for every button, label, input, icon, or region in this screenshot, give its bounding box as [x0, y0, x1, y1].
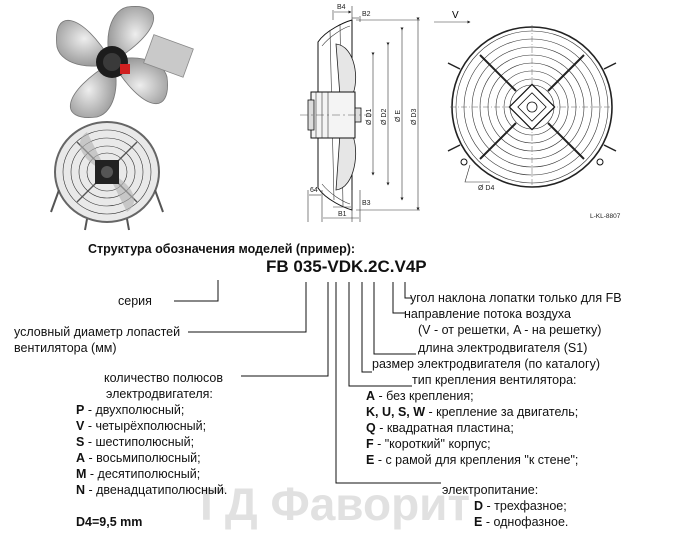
d4-note: D4=9,5 mm — [76, 515, 142, 529]
dim-b3: B3 — [362, 200, 371, 207]
dim-b2: B2 — [362, 11, 371, 18]
legend-heading: Структура обозначения моделей (пример): — [88, 242, 355, 256]
dim-d3: Ø D3 — [411, 109, 418, 125]
dim-d2: Ø D2 — [381, 109, 388, 125]
label-diameter-line2: вентилятора (мм) — [14, 341, 117, 355]
label-blade-angle: угол наклона лопатки только для FB — [410, 291, 622, 305]
mount-item: Q - квадратная пластина; — [366, 421, 514, 435]
label-poles-line2: электродвигателя: — [106, 387, 213, 401]
power-item: E - однофазное. — [474, 515, 568, 529]
drawing-code: L-KL-8807 — [590, 213, 621, 220]
fan-photo-guard — [50, 121, 164, 231]
pole-item: M - десятиполюсный; — [76, 467, 200, 481]
label-series: серия — [118, 294, 152, 308]
power-item: D - трехфазное; — [474, 499, 567, 513]
connector-lines — [174, 280, 441, 484]
fan-side-drawing: B4 B2 Ø D1 Ø D2 Ø E Ø D3 V 64 B3 B1 — [300, 4, 471, 222]
fan-front-drawing: Ø D4 L-KL-8807 — [447, 25, 621, 220]
dim-64: 64 — [310, 187, 318, 194]
label-poles-line1: количество полюсов — [104, 371, 223, 385]
mount-item: E - с рамой для крепления "к стене"; — [366, 453, 578, 467]
pole-item: N - двенадцатиполюсный. — [76, 483, 227, 497]
mount-item: F - "короткий" корпус; — [366, 437, 491, 451]
label-airflow-line1: направление потока воздуха — [404, 307, 571, 321]
model-code: FB 035-VDK.2C.V4P — [266, 257, 427, 276]
mount-item: K, U, S, W - крепление за двигатель; — [366, 405, 578, 419]
pole-item: V - четырёхполюсный; — [76, 419, 206, 433]
dim-e: Ø E — [395, 110, 402, 122]
dim-b1: B1 — [338, 211, 347, 218]
pole-item: S - шестиполюсный; — [76, 435, 194, 449]
dim-b4: B4 — [337, 4, 346, 11]
watermark: ГД Фаворит — [200, 478, 470, 530]
label-motor-size: размер электродвигателя (по каталогу) — [372, 357, 600, 371]
fan-photo-blades — [56, 6, 194, 118]
label-airflow-line2: (V - от решетки, A - на решетку) — [418, 323, 601, 337]
dim-d1: Ø D1 — [366, 109, 373, 125]
mount-item: A - без крепления; — [366, 389, 474, 403]
airflow-v-label: V — [452, 10, 459, 21]
label-mount-type: тип крепления вентилятора: — [412, 373, 577, 387]
label-diameter-line1: условный диаметр лопастей — [14, 325, 180, 339]
label-power: электропитание: — [442, 483, 538, 497]
dim-d4: Ø D4 — [478, 185, 494, 192]
pole-item: A - восьмиполюсный; — [76, 451, 201, 465]
pole-item: P - двухполюсный; — [76, 403, 184, 417]
label-motor-length: длина электродвигателя (S1) — [418, 341, 587, 355]
